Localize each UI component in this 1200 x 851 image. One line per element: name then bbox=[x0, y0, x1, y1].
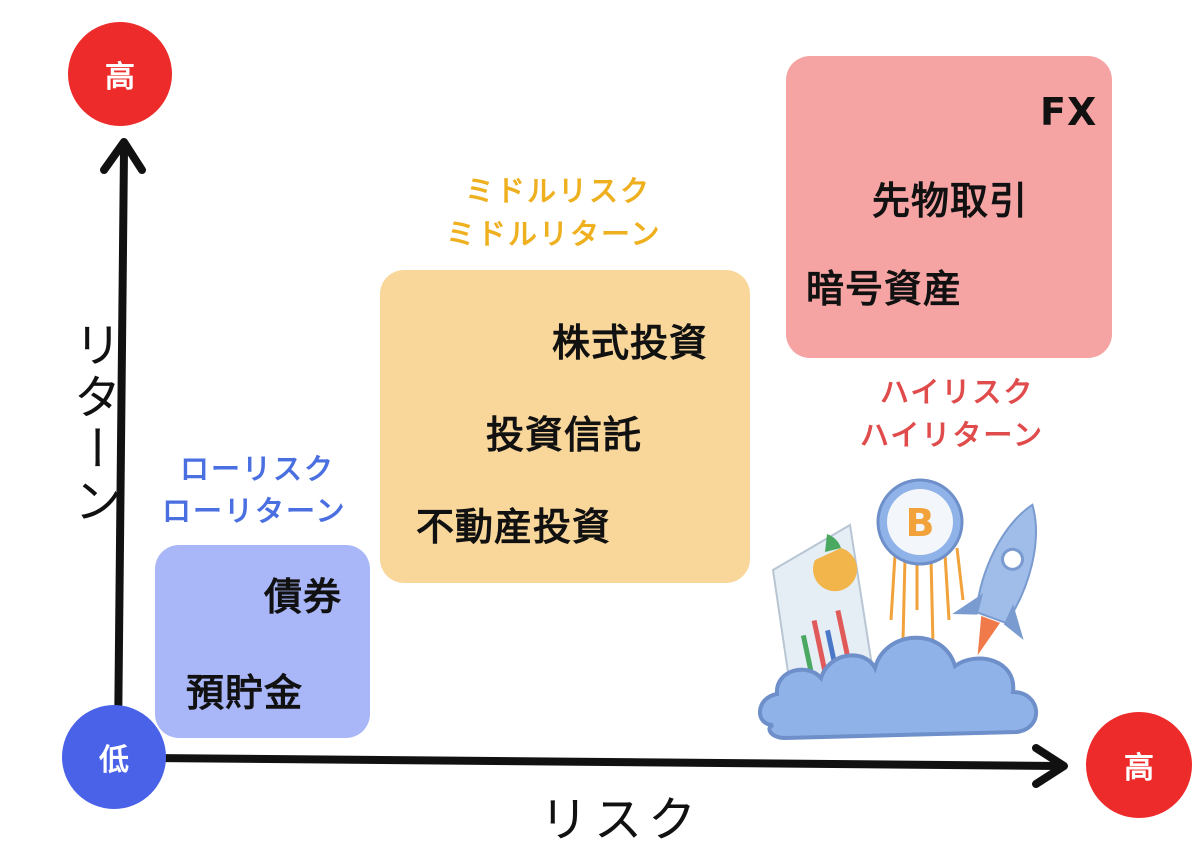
y-axis-label: リターン bbox=[65, 320, 121, 528]
high-item-fx: FX bbox=[1040, 90, 1098, 134]
origin-low-label: 低 bbox=[99, 743, 129, 778]
origin-low-circle: 低 bbox=[62, 705, 166, 809]
high-caption-line1: ハイリスク bbox=[880, 375, 1035, 409]
cloud-icon bbox=[758, 635, 1038, 741]
low-item-savings: 預貯金 bbox=[186, 671, 304, 715]
x-axis-arrowhead bbox=[1032, 744, 1068, 788]
x-axis-label: リスク bbox=[540, 792, 703, 848]
low-risk-box bbox=[155, 545, 370, 738]
middle-item-mutual-funds: 投資信託 bbox=[486, 413, 643, 457]
coin-streaks bbox=[889, 547, 965, 646]
high-item-crypto: 暗号資産 bbox=[806, 267, 963, 311]
y-high-circle: 高 bbox=[68, 22, 172, 126]
x-axis-line bbox=[146, 754, 1064, 770]
low-item-bonds: 債券 bbox=[264, 575, 343, 619]
investment-illustration: B bbox=[758, 478, 1038, 741]
y-high-label: 高 bbox=[105, 60, 135, 95]
middle-caption-line2: ミドルリターン bbox=[446, 217, 662, 251]
coin-symbol: B bbox=[906, 501, 935, 545]
low-caption-line1: ローリスク bbox=[180, 452, 336, 486]
x-high-circle: 高 bbox=[1086, 712, 1192, 818]
middle-item-real-estate: 不動産投資 bbox=[416, 505, 612, 549]
y-axis-arrowhead bbox=[100, 138, 146, 174]
low-caption-line2: ローリターン bbox=[162, 494, 347, 528]
bitcoin-coin-icon: B bbox=[876, 478, 964, 566]
rocket-icon bbox=[952, 503, 1037, 656]
y-axis-line bbox=[114, 146, 128, 744]
high-risk-box bbox=[786, 56, 1112, 358]
high-item-futures: 先物取引 bbox=[872, 179, 1029, 223]
middle-caption-line1: ミドルリスク bbox=[465, 174, 652, 208]
x-high-label: 高 bbox=[1124, 751, 1154, 786]
middle-risk-box bbox=[380, 270, 750, 583]
middle-item-stocks: 株式投資 bbox=[552, 321, 709, 365]
high-caption-line2: ハイリターン bbox=[860, 418, 1044, 452]
